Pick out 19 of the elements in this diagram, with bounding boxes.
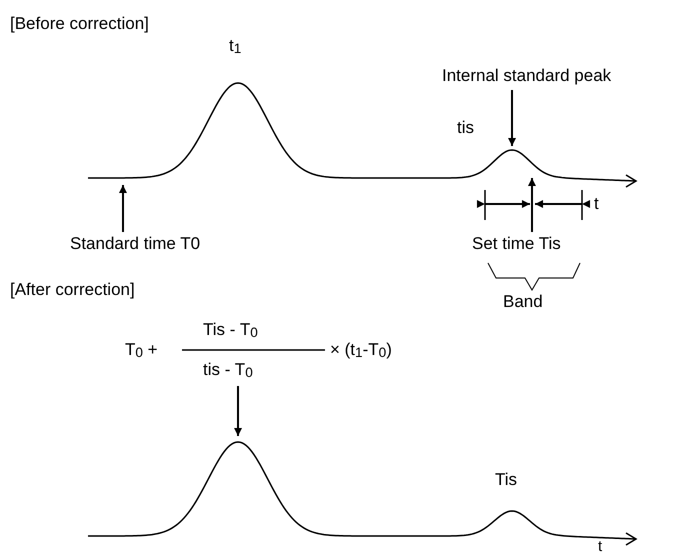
peak-label: tis [457, 118, 474, 138]
arrow [528, 178, 536, 232]
axis-label: t [598, 540, 602, 554]
denominator: tis - T$_{0}$ [203, 360, 253, 380]
arrow [508, 90, 516, 146]
formula-term: T$_{0}$ + [125, 340, 158, 360]
section-heading: [Before correction] [10, 14, 149, 34]
formula-term: × (t$_{1}$-T$_{0}$) [330, 340, 392, 360]
bracket-label: Band [503, 292, 543, 312]
numerator: Tis - T$_{0}$ [203, 320, 258, 340]
axis-label: t [594, 194, 599, 214]
arrow [118, 185, 127, 232]
section-heading: [After correction] [10, 280, 135, 300]
callout-text: Set time Tis [472, 234, 561, 254]
peak-label: t$_{1}$ [229, 36, 242, 56]
arrow [234, 386, 242, 436]
callout-text: Internal standard peak [442, 66, 612, 86]
callout-text: Standard time T0 [70, 234, 200, 254]
peak-label: Tis [495, 470, 518, 490]
